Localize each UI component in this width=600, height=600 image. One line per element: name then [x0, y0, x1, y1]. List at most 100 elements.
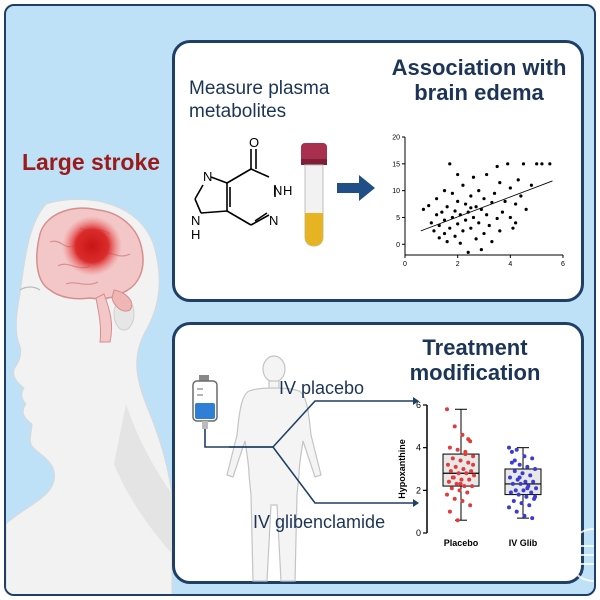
box-y-tick-label: 0: [416, 528, 421, 538]
box-point: [445, 407, 449, 412]
hypoxanthine-molecule: O N H N N N H: [191, 135, 292, 242]
box-point: [460, 432, 465, 437]
box-point: [461, 467, 466, 471]
scatter-y-tick-label: 5: [396, 215, 400, 222]
scatter-point: [437, 236, 441, 240]
scatter-point: [461, 183, 465, 187]
box-point: [528, 473, 533, 478]
scatter-point: [453, 209, 457, 213]
box-point: [450, 456, 455, 461]
scatter-point: [429, 221, 433, 225]
treatment-title-line2: modification: [409, 360, 541, 385]
box-point: [447, 509, 452, 514]
scatter-point: [448, 162, 452, 166]
box-point: [460, 499, 465, 503]
iv-bag-icon: [192, 375, 229, 448]
scatter-point: [442, 189, 447, 193]
scatter-point: [445, 239, 449, 244]
box-point: [507, 475, 512, 480]
scatter-point: [503, 199, 507, 203]
scatter-x-tick-label: 4: [508, 261, 512, 268]
scatter-point: [477, 221, 481, 225]
box-point: [518, 481, 523, 486]
scatter-point: [508, 186, 512, 190]
scatter-point: [437, 223, 441, 228]
scatter-point: [458, 241, 462, 245]
box-point: [459, 477, 464, 482]
box-point: [445, 492, 449, 497]
box-point: [517, 475, 522, 480]
scatter-point: [421, 207, 426, 212]
arm-placebo-label: IV placebo: [279, 378, 365, 398]
box-point: [533, 494, 538, 499]
scatter-point: [514, 221, 518, 225]
scatter-point: [471, 175, 476, 179]
scatter-point: [490, 239, 494, 244]
box-point: [453, 464, 458, 469]
treatment-panel: Treatment modification IV plac: [172, 322, 584, 584]
scatter-trendline: [420, 180, 553, 232]
box-point: [517, 462, 522, 467]
scatter-y-tick-label: 20: [392, 135, 400, 142]
treatment-title-line1: Treatment: [422, 335, 528, 360]
scatter-point: [482, 197, 486, 201]
scatter-point: [463, 218, 468, 222]
scatter-point: [508, 215, 512, 220]
scatter-point: [548, 162, 552, 166]
box-point: [534, 486, 539, 491]
box-point: [512, 458, 517, 463]
scatter-point: [435, 213, 439, 217]
molecule-label-o: O: [249, 135, 259, 150]
box-point: [514, 447, 519, 452]
scatter-point: [469, 206, 473, 210]
molecule-label-h-bottom: H: [191, 227, 200, 242]
human-figure-icon: [226, 355, 322, 582]
brainstem: [95, 293, 113, 343]
scatter-point: [453, 234, 457, 238]
box-point: [454, 481, 459, 486]
box-point: [510, 481, 515, 486]
scatter-point: [463, 202, 468, 206]
box-point: [530, 456, 535, 461]
box-point: [531, 479, 536, 484]
scatter-point: [540, 162, 544, 166]
box-point: [512, 469, 517, 474]
scatter-point: [521, 162, 526, 166]
scatter-point: [516, 178, 520, 182]
scatter-x-tick-label: 0: [403, 261, 407, 268]
box-y-tick-label: 2: [416, 485, 421, 495]
cerebellum: [111, 289, 133, 312]
scatter-point: [466, 250, 470, 254]
blood-tube-icon: [301, 143, 327, 247]
large-stroke-label: Large stroke: [22, 149, 161, 175]
box-point: [457, 488, 462, 493]
box-point: [530, 516, 535, 521]
scatter-point: [469, 194, 473, 198]
box-point: [507, 505, 511, 510]
box-point: [471, 462, 476, 467]
box-point: [456, 471, 461, 476]
box-y-tick-label: 6: [416, 400, 421, 410]
box-point: [525, 486, 530, 491]
scatter-point: [474, 237, 478, 241]
box-point: [464, 471, 469, 476]
box-y-axis-label: Hypoxanthine: [397, 439, 407, 499]
branch-arrows: [229, 397, 419, 507]
scatter-point: [487, 223, 491, 228]
box-point: [514, 509, 519, 514]
box-point: [519, 501, 524, 506]
scatter-point: [445, 205, 449, 209]
box-point: [472, 473, 477, 478]
scatter-point: [498, 180, 502, 185]
association-title-line2: brain edema: [414, 80, 544, 105]
scatter-point: [442, 231, 447, 236]
watermark-icon: [567, 528, 594, 582]
scatter-point: [477, 189, 481, 193]
arrow-icon: [337, 175, 375, 201]
box-point: [533, 467, 538, 471]
scatter-point: [495, 216, 499, 221]
scatter-point: [450, 191, 454, 195]
box-point: [446, 479, 451, 484]
box-point: [449, 486, 454, 491]
